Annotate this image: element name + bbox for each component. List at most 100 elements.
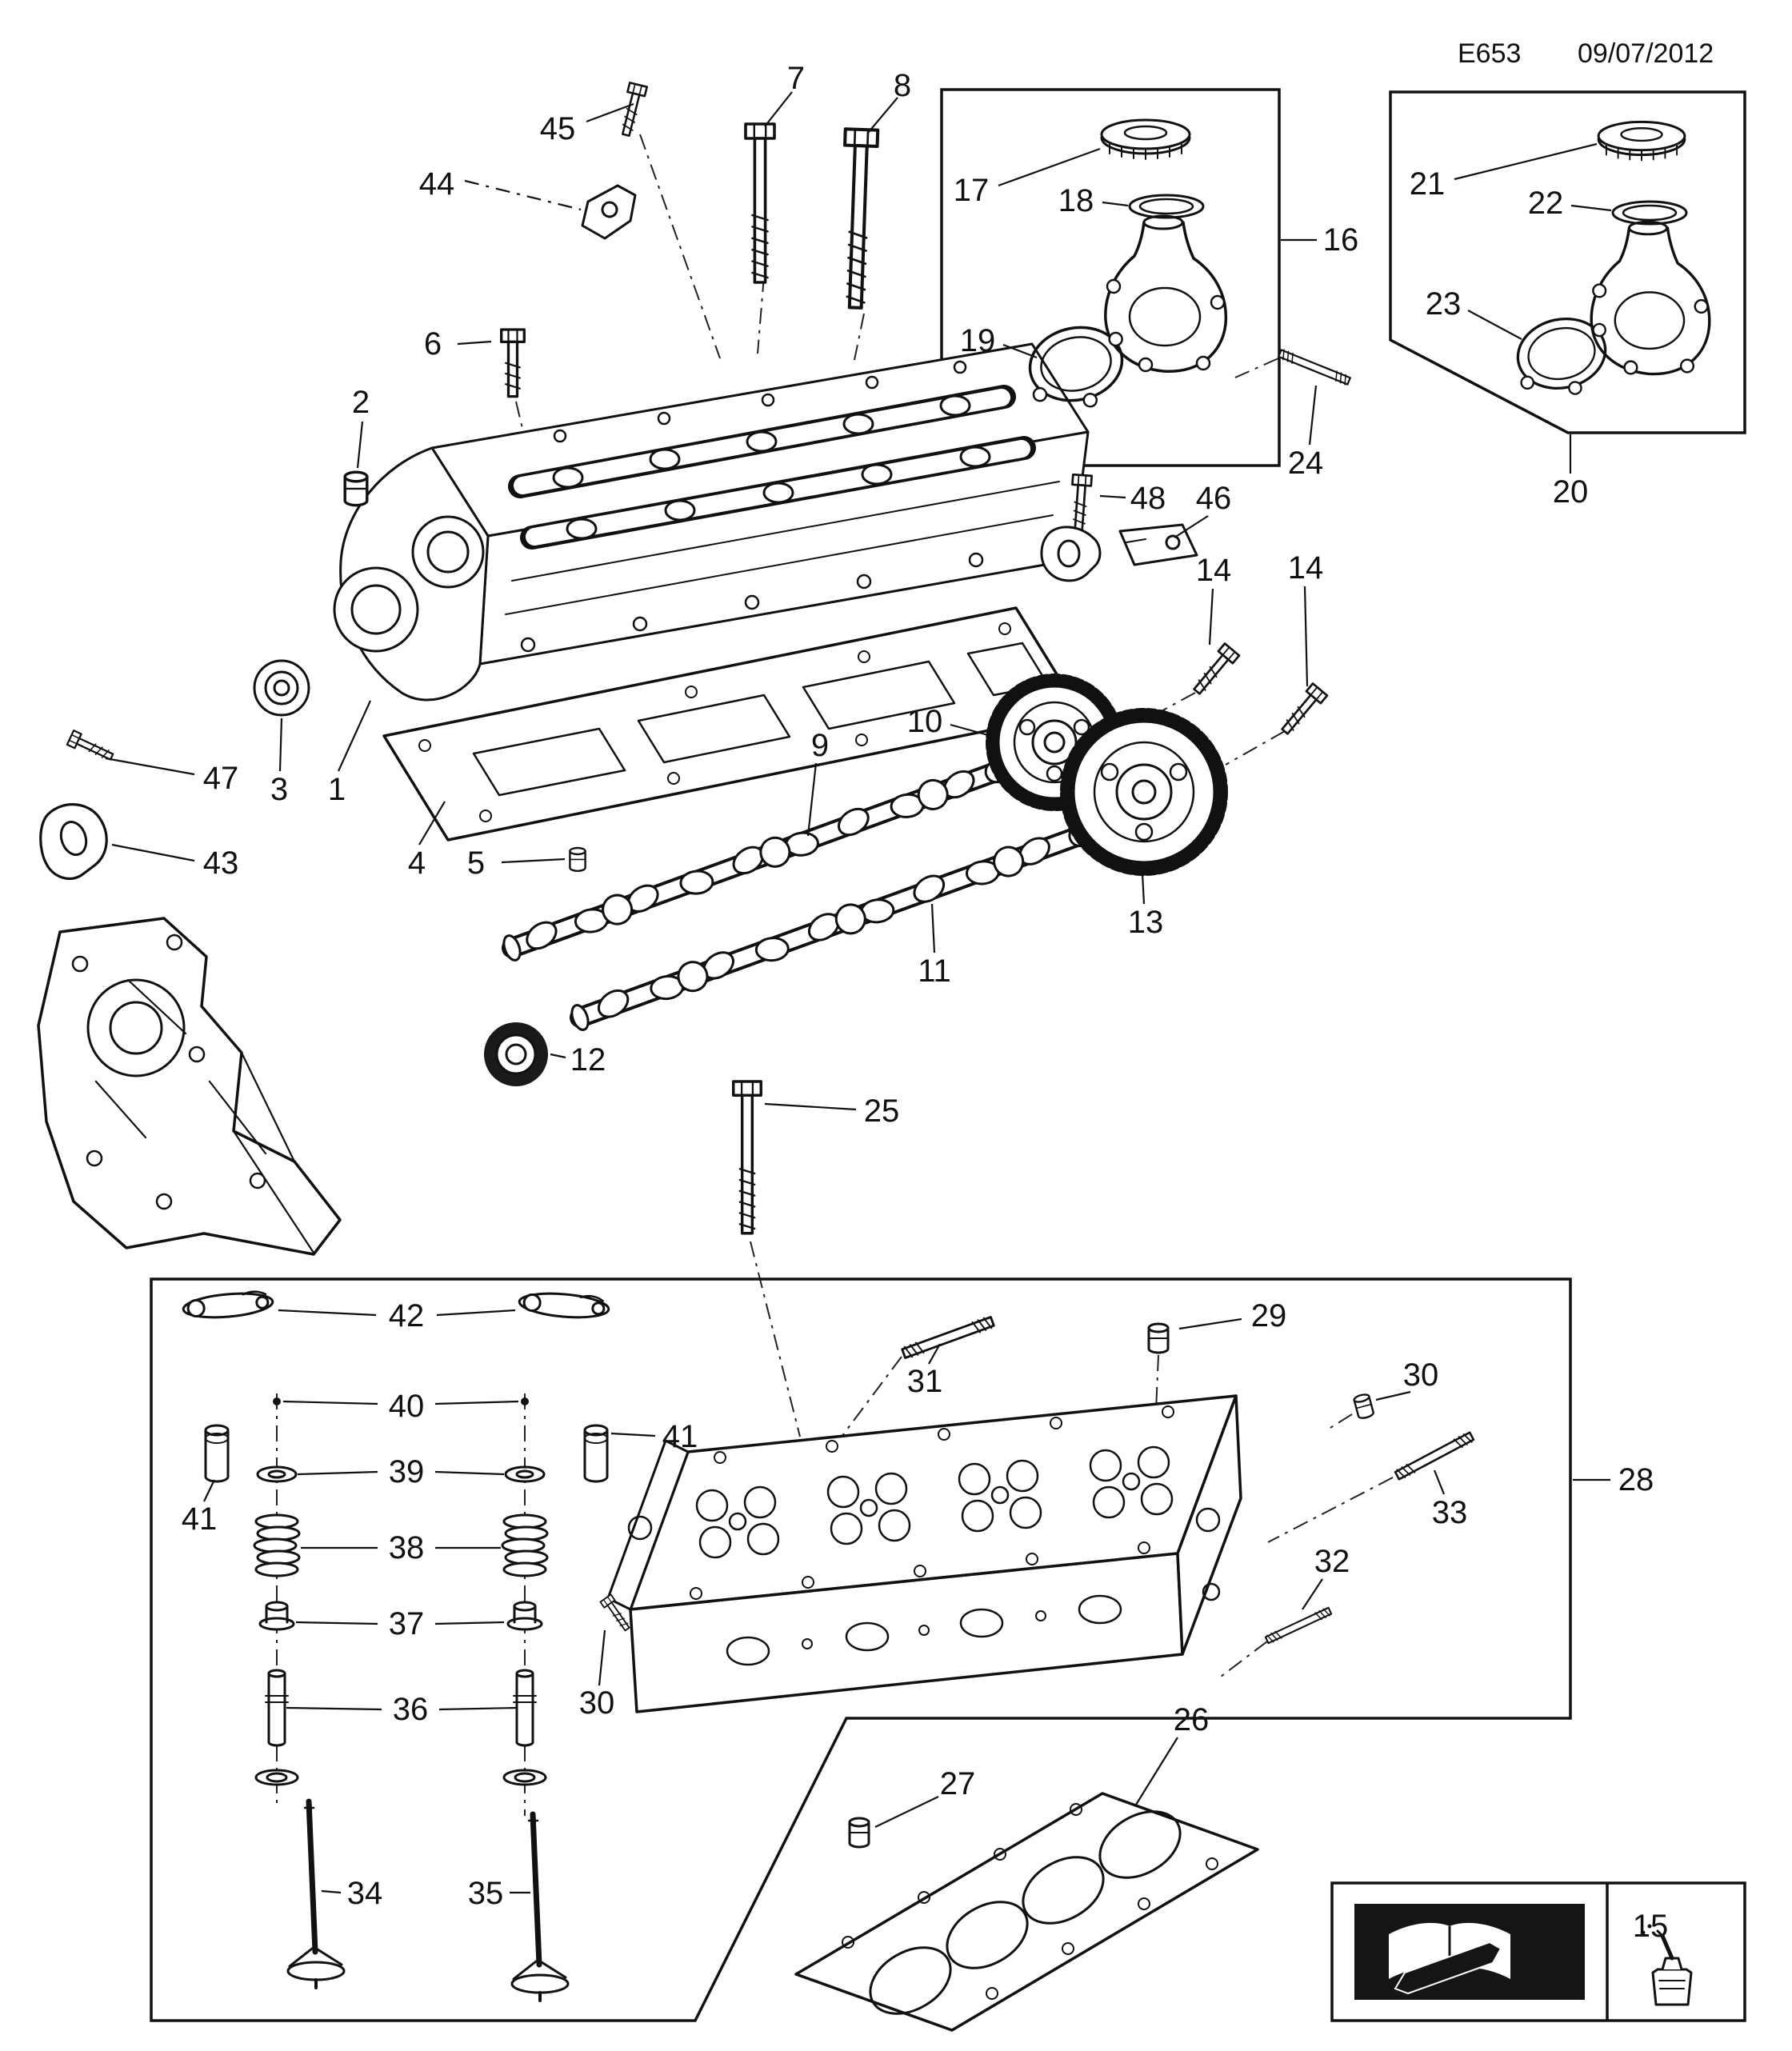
callout-44: 44 bbox=[419, 166, 455, 202]
leader-41 bbox=[203, 1479, 215, 1502]
camshaft-seal-12-drawing bbox=[484, 1022, 548, 1086]
workshop-manual-icon bbox=[1354, 1904, 1585, 2000]
leader-12 bbox=[550, 1053, 566, 1059]
callout-35: 35 bbox=[468, 1876, 504, 1911]
callout-14: 14 bbox=[1288, 550, 1324, 586]
callout-41: 41 bbox=[182, 1501, 218, 1537]
leader-36 bbox=[286, 1706, 382, 1711]
callout-41: 41 bbox=[662, 1419, 698, 1454]
callout-19: 19 bbox=[960, 323, 996, 358]
leader-7 bbox=[764, 91, 793, 127]
callout-30: 30 bbox=[1403, 1357, 1439, 1393]
callout-37: 37 bbox=[389, 1606, 425, 1641]
callout-23: 23 bbox=[1426, 286, 1462, 322]
leader-40 bbox=[282, 1400, 378, 1405]
leader-39 bbox=[297, 1470, 378, 1476]
leader-9 bbox=[806, 762, 818, 837]
construction-lines bbox=[276, 134, 1394, 1816]
leader-46 bbox=[1174, 515, 1209, 538]
leader-4 bbox=[418, 801, 446, 846]
callout-30: 30 bbox=[579, 1685, 615, 1721]
bracket-44-drawing bbox=[581, 184, 637, 240]
shim-40-drawings bbox=[273, 1397, 529, 1405]
leader-14 bbox=[1208, 588, 1214, 646]
callout-29: 29 bbox=[1251, 1298, 1287, 1333]
callout-48: 48 bbox=[1130, 481, 1166, 516]
leader-18 bbox=[1102, 201, 1129, 207]
leader-37 bbox=[295, 1621, 378, 1625]
bracket-46-drawing bbox=[1040, 523, 1198, 582]
callout-8: 8 bbox=[894, 68, 911, 103]
callout-47: 47 bbox=[203, 761, 239, 796]
timing-cover-drawing bbox=[37, 917, 342, 1256]
leader-26 bbox=[1135, 1737, 1178, 1805]
head-gasket-drawing bbox=[794, 1792, 1259, 2032]
callout-16: 16 bbox=[1323, 222, 1359, 258]
leader-1 bbox=[337, 700, 372, 772]
leader-19 bbox=[1002, 343, 1038, 359]
leader-13 bbox=[1141, 873, 1146, 905]
leader-37-1 bbox=[434, 1621, 505, 1625]
cylinder-head-group-box-28 bbox=[150, 1277, 1572, 2022]
bolt-6-drawing bbox=[500, 328, 526, 398]
leader-10 bbox=[950, 723, 998, 739]
rocker-arm-42-right-drawing bbox=[517, 1289, 611, 1322]
stud-31-drawing bbox=[900, 1314, 996, 1361]
valve-34-drawing bbox=[288, 1801, 344, 1988]
plug-29-drawing bbox=[1147, 1322, 1170, 1354]
leader-23 bbox=[1467, 310, 1522, 340]
spring-seat-drawings bbox=[254, 1769, 547, 1786]
callout-32: 32 bbox=[1314, 1544, 1350, 1579]
callout-5: 5 bbox=[467, 846, 485, 881]
callout-22: 22 bbox=[1528, 186, 1564, 221]
leader-36-1 bbox=[438, 1706, 518, 1711]
callout-40: 40 bbox=[389, 1389, 425, 1424]
callout-34: 34 bbox=[347, 1876, 383, 1911]
leader-27 bbox=[874, 1796, 939, 1828]
seal-3-drawing bbox=[253, 659, 310, 717]
callout-39: 39 bbox=[389, 1454, 425, 1489]
cam-cover-drawing bbox=[333, 342, 1090, 702]
leader-24 bbox=[1308, 385, 1318, 446]
leader-5 bbox=[501, 858, 566, 864]
camshaft-11-drawing bbox=[570, 824, 1092, 1031]
leader-8 bbox=[867, 97, 898, 134]
leader-22 bbox=[1570, 204, 1612, 212]
callout-38: 38 bbox=[389, 1530, 425, 1565]
callout-13: 13 bbox=[1128, 905, 1164, 940]
detail-box-16 bbox=[940, 88, 1281, 467]
callout-28: 28 bbox=[1618, 1462, 1654, 1497]
leader-17 bbox=[998, 147, 1101, 187]
cylinder-head-drawing bbox=[606, 1394, 1242, 1713]
camshaft-gear-13-drawing bbox=[1060, 708, 1228, 876]
callout-2: 2 bbox=[352, 385, 370, 420]
leader-21 bbox=[1454, 142, 1598, 181]
bracket-43-drawing bbox=[39, 803, 108, 880]
stud-24-drawing bbox=[1277, 347, 1352, 387]
bolt-14-right-drawing bbox=[1276, 682, 1329, 739]
leader-33 bbox=[1433, 1469, 1446, 1495]
tappet-41-right-drawing bbox=[583, 1424, 609, 1483]
callout-43: 43 bbox=[203, 846, 239, 881]
callout-18: 18 bbox=[1058, 183, 1094, 218]
valve-35-drawing bbox=[512, 1814, 568, 2001]
leader-3 bbox=[278, 718, 283, 772]
callout-1: 1 bbox=[328, 772, 346, 807]
callout-46: 46 bbox=[1196, 481, 1232, 516]
callout-10: 10 bbox=[907, 704, 943, 739]
leader-32 bbox=[1302, 1578, 1323, 1610]
bolt-7-drawing bbox=[744, 122, 776, 284]
leader-34 bbox=[321, 1889, 342, 1894]
callout-25: 25 bbox=[864, 1093, 900, 1129]
leader-25 bbox=[764, 1102, 857, 1111]
callout-27: 27 bbox=[940, 1766, 976, 1801]
callout-11: 11 bbox=[918, 954, 951, 989]
tappet-41-left-drawing bbox=[204, 1424, 230, 1483]
leader-44 bbox=[464, 179, 582, 211]
camshaft-9-drawing bbox=[502, 760, 1008, 962]
oil-filler-assembly-16 bbox=[1020, 118, 1228, 420]
legend-frame bbox=[1330, 1881, 1746, 2022]
grommet-5-drawing bbox=[569, 846, 586, 873]
